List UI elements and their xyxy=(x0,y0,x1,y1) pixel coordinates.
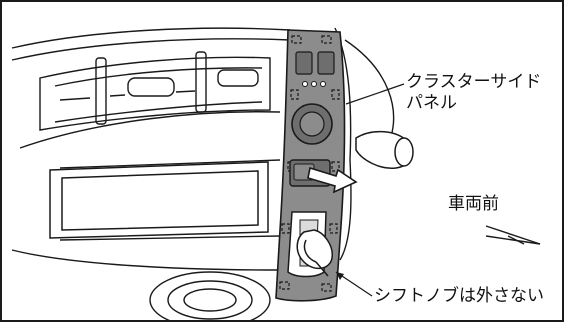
shift-knob xyxy=(296,229,333,277)
shift-knob-note-label: シフトノブは外さない xyxy=(374,286,544,306)
steering-stalk xyxy=(355,130,414,169)
vehicle-front-arrow xyxy=(485,225,541,245)
vehicle-front-label: 車両前 xyxy=(448,194,499,214)
display-screen xyxy=(49,161,269,239)
cluster-side-panel-label-line2: パネル xyxy=(406,93,457,113)
removal-arrow xyxy=(307,166,358,194)
cluster-side-panel-label-line1: クラスターサイド xyxy=(406,72,542,92)
lower-dial xyxy=(149,271,271,322)
leader-arrowhead xyxy=(336,272,344,280)
air-vent xyxy=(39,51,271,131)
